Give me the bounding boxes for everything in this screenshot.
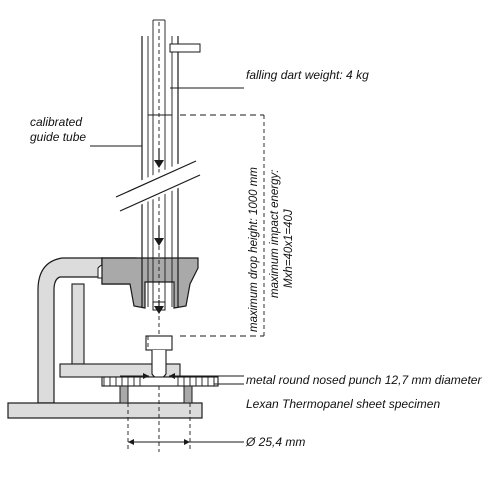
round-nosed-punch: [145, 335, 173, 380]
frame-body: [37, 257, 103, 404]
impact-energy-label-line2: Mxh=40x1=40J: [283, 209, 295, 288]
release-lever: [169, 43, 201, 53]
punch-label: metal round nosed punch 12,7 mm diameter: [246, 373, 482, 387]
specimen-label: Lexan Thermopanel sheet specimen: [246, 397, 440, 411]
specimen-sheet: [101, 376, 219, 387]
drop-height-label: maximum drop height: 1000 mm: [248, 167, 260, 332]
fall-direction-arrows: [154, 148, 164, 314]
base-plate: [7, 402, 203, 419]
diameter-label: Ø 25,4 mm: [245, 435, 305, 449]
specimen-assembly: [101, 376, 219, 404]
support-post: [71, 283, 85, 365]
tube-head-block: [101, 257, 199, 309]
guide-tube-label-line1: calibrated: [30, 115, 82, 129]
support-right: [183, 385, 193, 404]
support-left: [119, 385, 129, 404]
dart-weight-label: falling dart weight: 4 kg: [246, 68, 369, 82]
guide-tube: [115, 19, 201, 452]
leader-lines: [90, 87, 244, 385]
machine-frame: [7, 257, 203, 419]
dimension-lines: [120, 114, 265, 452]
guide-tube-label-line2: guide tube: [30, 130, 86, 144]
impact-energy-label-line1: maximum impact energy:: [269, 170, 281, 298]
